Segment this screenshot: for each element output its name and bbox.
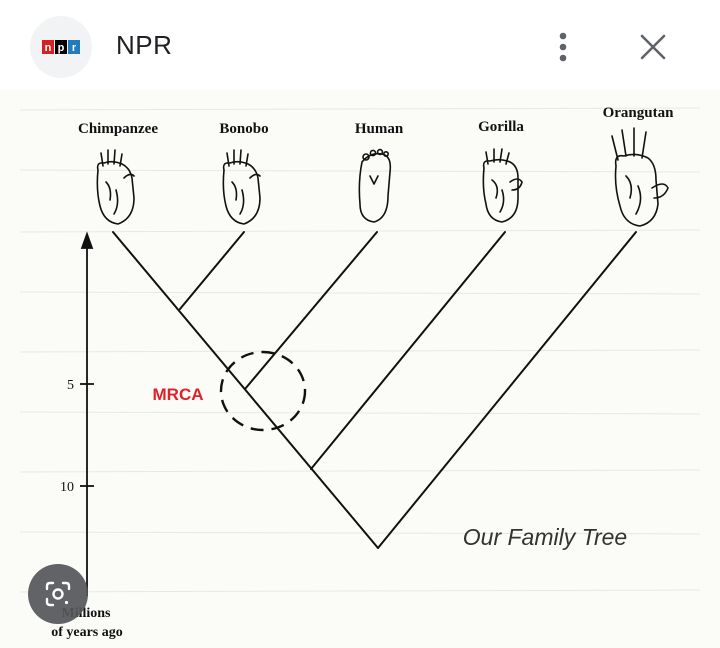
human-foot-icon bbox=[358, 148, 392, 223]
species-label-chimpanzee: Chimpanzee bbox=[78, 121, 158, 137]
logo-letter-p: p bbox=[58, 42, 65, 54]
close-button[interactable] bbox=[632, 30, 674, 66]
more-options-button[interactable] bbox=[548, 28, 578, 68]
npr-logo-icon: n p r bbox=[42, 40, 80, 54]
axis-tick-10: 10 bbox=[60, 480, 74, 495]
species-label-bonobo: Bonobo bbox=[219, 121, 268, 137]
branch-bonobo bbox=[179, 231, 245, 310]
visual-search-button[interactable] bbox=[28, 564, 88, 624]
axis-label-line2: of years ago bbox=[51, 625, 123, 640]
axis-tick-5: 5 bbox=[67, 378, 74, 393]
bonobo-hand-icon bbox=[222, 149, 261, 225]
npr-logo: n p r bbox=[30, 16, 92, 78]
viewer-header: n p r NPR bbox=[0, 0, 720, 90]
close-icon bbox=[640, 34, 666, 60]
family-tree-image[interactable]: Chimpanzee Bonobo Human Gorilla Oranguta… bbox=[0, 90, 720, 648]
phylogenetic-tree bbox=[112, 231, 637, 549]
branch-orangutan bbox=[377, 231, 637, 549]
branch-gorilla bbox=[310, 231, 506, 470]
chimpanzee-hand-icon bbox=[96, 149, 135, 225]
branch-chimpanzee bbox=[112, 231, 379, 549]
time-axis bbox=[80, 231, 94, 596]
species-label-gorilla: Gorilla bbox=[478, 119, 524, 135]
species-label-human: Human bbox=[355, 121, 404, 137]
mrca-label: MRCA bbox=[153, 385, 204, 404]
species-label-orangutan: Orangutan bbox=[603, 105, 675, 121]
mrca-highlight-circle bbox=[219, 350, 307, 432]
orangutan-hand-icon bbox=[611, 127, 669, 227]
logo-letter-r: r bbox=[72, 42, 77, 54]
lens-search-icon bbox=[45, 581, 71, 607]
figure-caption: Our Family Tree bbox=[463, 524, 627, 550]
logo-letter-n: n bbox=[45, 42, 52, 54]
more-vertical-icon bbox=[559, 32, 567, 62]
source-title: NPR bbox=[116, 30, 173, 60]
family-tree-diagram: Chimpanzee Bonobo Human Gorilla Oranguta… bbox=[19, 105, 701, 640]
branch-human bbox=[244, 231, 378, 390]
gorilla-hand-icon bbox=[482, 148, 523, 223]
